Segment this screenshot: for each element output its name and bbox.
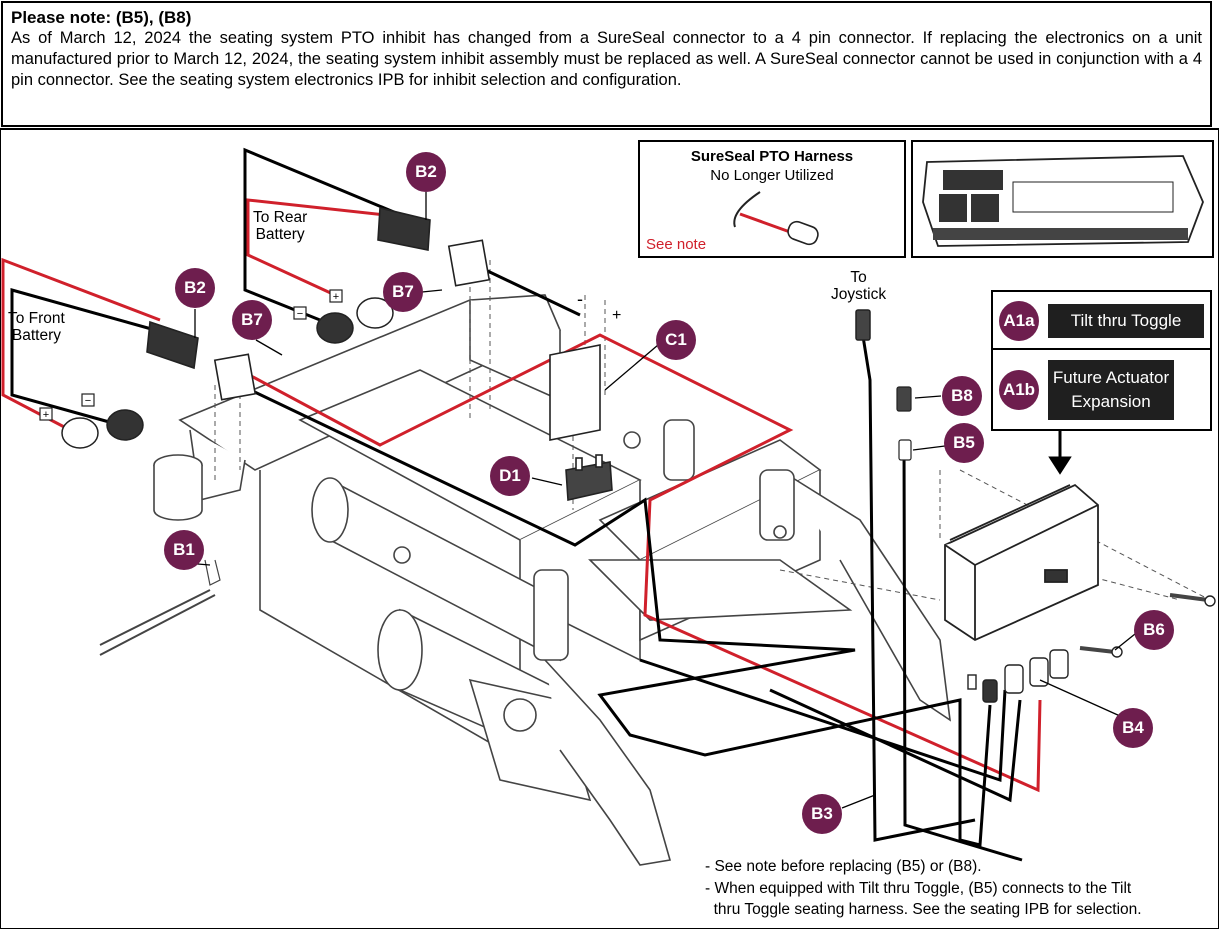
sureseal-inset: SureSeal PTO Harness No Longer Utilized …	[638, 140, 906, 258]
callout-b3: B3	[802, 794, 842, 834]
joystick-connector-icon	[855, 309, 871, 341]
callout-b2-front: B2	[175, 268, 215, 308]
footnote-3: thru Toggle seating harness. See the sea…	[705, 901, 1142, 918]
footnote-1: - See note before replacing (B5) or (B8)…	[705, 858, 982, 875]
callout-b1: B1	[164, 530, 204, 570]
circuit-breaker-icon	[549, 344, 613, 501]
rear-plus-sign: +	[333, 291, 339, 303]
red-wire	[1, 198, 1042, 793]
option-a1a-text: Tilt thru Toggle	[1048, 304, 1204, 338]
anderson-connector-icon	[146, 206, 491, 401]
option-a1b-text: Future Actuator Expansion	[1048, 360, 1174, 420]
battery-terminal-icon	[61, 297, 394, 449]
callout-b7-rear: B7	[383, 272, 423, 312]
callout-a1a: A1a	[999, 301, 1039, 341]
module-inset	[911, 140, 1214, 258]
diagram-frame	[0, 128, 1219, 929]
front-minus-sign: −	[85, 395, 91, 407]
to-front-battery-label: To Front Battery	[8, 310, 65, 344]
see-note-label: See note	[646, 236, 707, 253]
callout-a1b: A1b	[999, 370, 1039, 410]
sureseal-title: SureSeal PTO Harness	[690, 148, 854, 165]
callout-b7-front: B7	[232, 300, 272, 340]
to-rear-battery-label: To Rear Battery	[253, 209, 308, 243]
callout-c1: C1	[656, 320, 696, 360]
footnote-2: - When equipped with Tilt thru Toggle, (…	[705, 880, 1132, 897]
callout-b8: B8	[942, 376, 982, 416]
chassis-drawing	[153, 294, 952, 866]
callout-b4: B4	[1113, 708, 1153, 748]
rear-minus-sign: −	[297, 308, 303, 320]
polarity-boxes	[39, 289, 343, 421]
callout-b6: B6	[1134, 610, 1174, 650]
stud-plus-label: +	[612, 307, 621, 324]
option-a1b-box: A1b Future Actuator Expansion	[991, 348, 1212, 431]
sureseal-harness-icon	[733, 191, 819, 246]
down-arrow	[1048, 430, 1072, 475]
sureseal-subtitle: No Longer Utilized	[710, 167, 834, 184]
stud-minus-label: -	[577, 289, 583, 309]
cable-tie-icon	[99, 559, 221, 656]
module-top-view-icon	[922, 155, 1204, 247]
module-connectors	[967, 649, 1069, 703]
callout-b2-rear: B2	[406, 152, 446, 192]
please-note-box: Please note: (B5), (B8) As of March 12, …	[1, 1, 1212, 127]
option-a1a-box: A1a Tilt thru Toggle	[991, 290, 1212, 350]
front-plus-sign: +	[43, 409, 49, 421]
inhibit-connector-icon	[896, 386, 912, 461]
screw-icon	[1079, 593, 1216, 658]
electronics-module-icon	[944, 483, 1099, 642]
black-wire	[10, 147, 1023, 862]
callout-b5: B5	[944, 423, 984, 463]
to-joystick-label: To Joystick	[831, 269, 887, 303]
note-title: Please note: (B5), (B8)	[11, 8, 192, 27]
note-body: As of March 12, 2024 the seating system …	[11, 29, 1202, 89]
callout-d1: D1	[490, 456, 530, 496]
